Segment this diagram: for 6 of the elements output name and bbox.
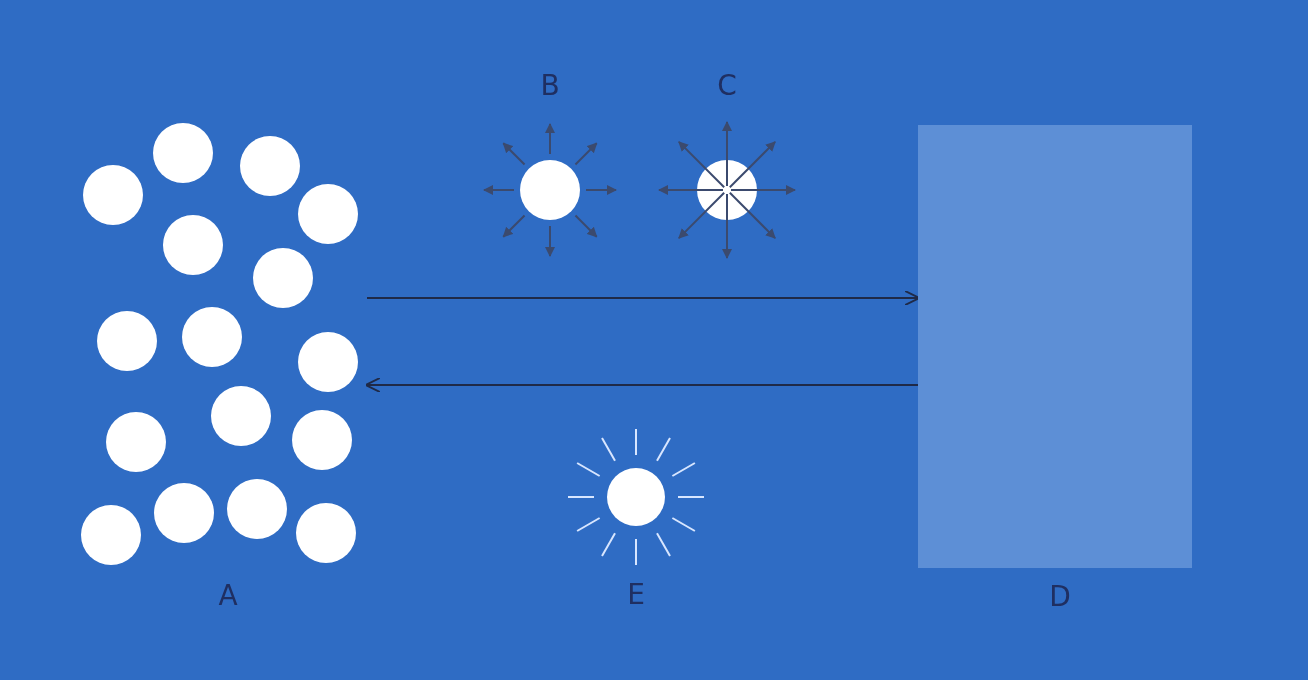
- panel-letter: B: [540, 72, 560, 100]
- panel-letter: C: [717, 72, 737, 100]
- arrow: [364, 377, 918, 393]
- panel-letter: A: [218, 582, 238, 610]
- panel-letter: E: [627, 581, 645, 609]
- panel-letter: D: [1049, 583, 1071, 611]
